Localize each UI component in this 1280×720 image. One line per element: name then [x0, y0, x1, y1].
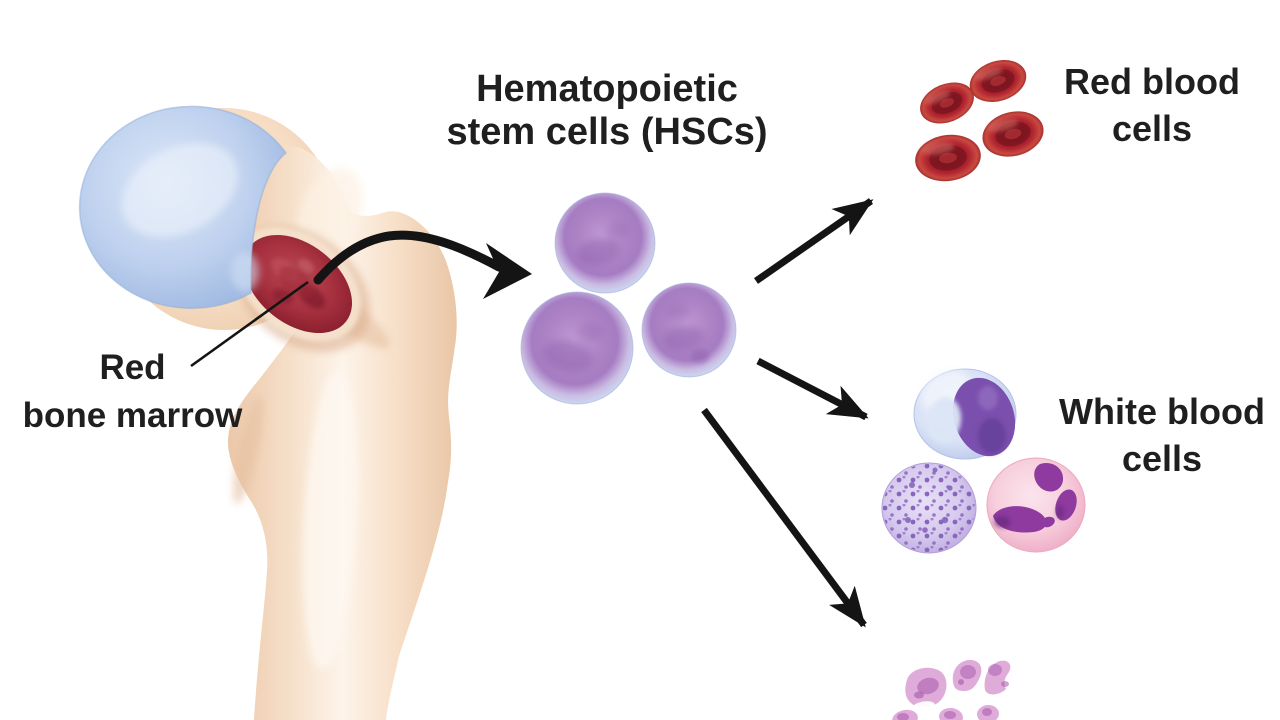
white-blood-cells-label-line1: White blood	[1059, 391, 1265, 432]
white-blood-cells-label-line2: cells	[1121, 438, 1203, 479]
bone-shaft-highlight	[302, 370, 358, 670]
red-bone-marrow-label: Red bone marrow	[0, 344, 265, 440]
marrow-leader-line	[190, 280, 309, 368]
platelet	[984, 660, 1011, 695]
platelet	[892, 709, 918, 720]
arrow-to-platelets	[701, 407, 867, 628]
white-blood-cell-neutrophil	[986, 457, 1086, 553]
red-bone-marrow-label-line1: Red	[99, 348, 166, 387]
arrow-to-white-blood-cells	[756, 357, 869, 421]
red-blood-cells-label: Red blood cells	[1042, 58, 1262, 152]
bone-left-edge-shadow	[232, 396, 264, 504]
red-blood-cell	[969, 59, 1027, 103]
diagram-title-line2: stem cells (HSCs)	[446, 111, 768, 153]
red-blood-cells-group	[915, 59, 1044, 182]
hsc-cluster	[520, 192, 737, 405]
red-blood-cells-label-line1: Red blood	[1064, 61, 1240, 102]
arrow-marrow-to-hscs	[313, 230, 532, 299]
platelet	[939, 707, 963, 720]
platelet	[905, 667, 947, 711]
red-blood-cell	[915, 134, 981, 182]
white-blood-cell-granulocyte	[881, 462, 977, 554]
red-blood-cell	[982, 111, 1044, 157]
hsc-cell	[520, 291, 634, 405]
platelets-group	[892, 659, 1011, 720]
hsc-cell	[641, 282, 737, 378]
cartilage-cap	[78, 105, 288, 310]
white-blood-cell-lymphocyte	[913, 368, 1017, 460]
white-blood-cells-label: White blood cells	[1047, 388, 1277, 482]
platelet	[977, 704, 999, 720]
red-blood-cells-label-line2: cells	[1111, 108, 1193, 149]
diagram-title-line1: Hematopoietic	[476, 68, 738, 110]
diagram-title: Hematopoietic stem cells (HSCs)	[397, 68, 817, 154]
platelet	[952, 659, 982, 691]
arrow-to-red-blood-cells	[754, 198, 874, 284]
red-blood-cell	[920, 82, 974, 124]
white-blood-cells-group	[881, 368, 1086, 554]
hsc-cell	[554, 192, 656, 294]
red-bone-marrow-label-line2: bone marrow	[22, 396, 243, 435]
